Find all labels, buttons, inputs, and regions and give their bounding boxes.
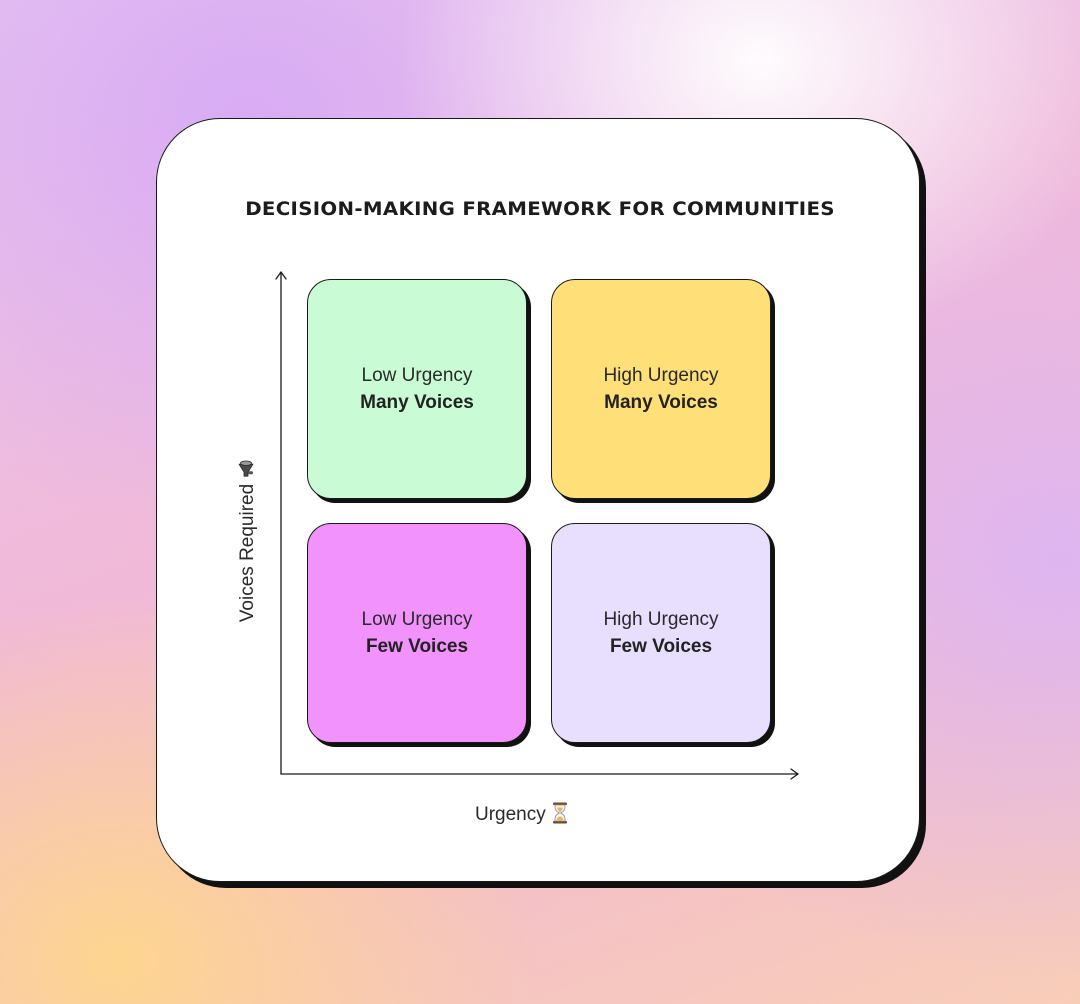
quadrant-high-urgency-many-voices: High Urgency Many Voices (551, 279, 771, 499)
quadrant-low-urgency-many-voices: Low Urgency Many Voices (307, 279, 527, 499)
quadrant-urgency-label: High Urgency (603, 365, 719, 386)
x-axis-label: Urgency (475, 802, 568, 826)
quadrant-urgency-label: High Urgency (603, 609, 719, 630)
quadrant-voices-label: Many Voices (360, 392, 474, 413)
quadrant-voices-label: Many Voices (604, 392, 718, 413)
quadrant-high-urgency-few-voices: High Urgency Few Voices (551, 523, 771, 743)
hourglass-icon (552, 802, 567, 824)
quadrant-voices-label: Few Voices (365, 636, 469, 657)
quadrant-urgency-label: Low Urgency (361, 365, 473, 386)
y-axis-label-text: Voices Required (237, 483, 258, 623)
x-axis-label-text: Urgency (475, 804, 546, 825)
framework-card (156, 118, 920, 882)
megaphone-icon (238, 460, 254, 477)
quadrant-low-urgency-few-voices: Low Urgency Few Voices (307, 523, 527, 743)
y-axis-label: Voices Required (237, 458, 259, 622)
quadrant-urgency-label: Low Urgency (361, 609, 473, 630)
page-title: DECISION-MAKING FRAMEWORK FOR COMMUNITIE… (245, 198, 835, 220)
quadrant-voices-label: Few Voices (609, 636, 713, 657)
